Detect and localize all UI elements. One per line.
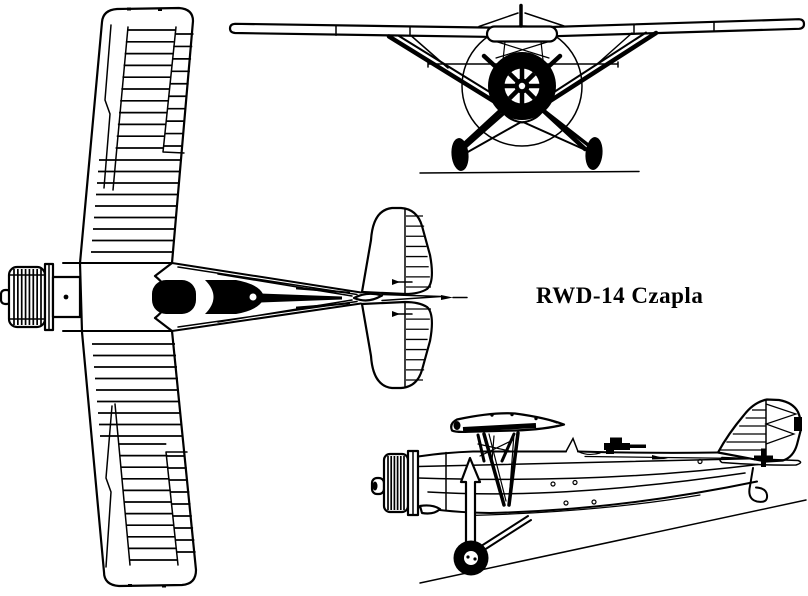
side-view-landing-gear bbox=[453, 456, 532, 576]
front-view-left-wheel bbox=[451, 138, 469, 171]
side-view-fin-rudder bbox=[716, 398, 803, 463]
side-view-engine bbox=[370, 449, 420, 517]
aircraft-name-label: RWD-14 Czapla bbox=[536, 283, 704, 308]
fin-plan-outline bbox=[352, 292, 384, 302]
front-cockpit-opening bbox=[152, 280, 196, 314]
machine-gun bbox=[604, 437, 646, 454]
top-view-tailplane bbox=[352, 206, 468, 390]
windshield bbox=[565, 436, 579, 453]
side-view-wing bbox=[450, 412, 566, 434]
tail-skid bbox=[748, 467, 769, 503]
rear-cockpit-opening bbox=[205, 280, 263, 314]
side-view-cabane-struts bbox=[476, 432, 516, 463]
front-view bbox=[228, 3, 806, 174]
front-view-ground-line bbox=[419, 170, 640, 174]
top-view-wing bbox=[78, 6, 198, 588]
rudder-trim-tab bbox=[794, 417, 802, 431]
side-view-tailplane bbox=[719, 448, 802, 467]
front-view-canopy-fairing bbox=[485, 25, 559, 43]
top-view-engine bbox=[0, 262, 82, 332]
front-view-right-wheel bbox=[585, 137, 603, 170]
top-view-fuselage bbox=[62, 262, 362, 332]
side-view bbox=[370, 398, 807, 584]
side-view-lift-struts bbox=[482, 431, 520, 507]
top-view bbox=[0, 6, 468, 588]
